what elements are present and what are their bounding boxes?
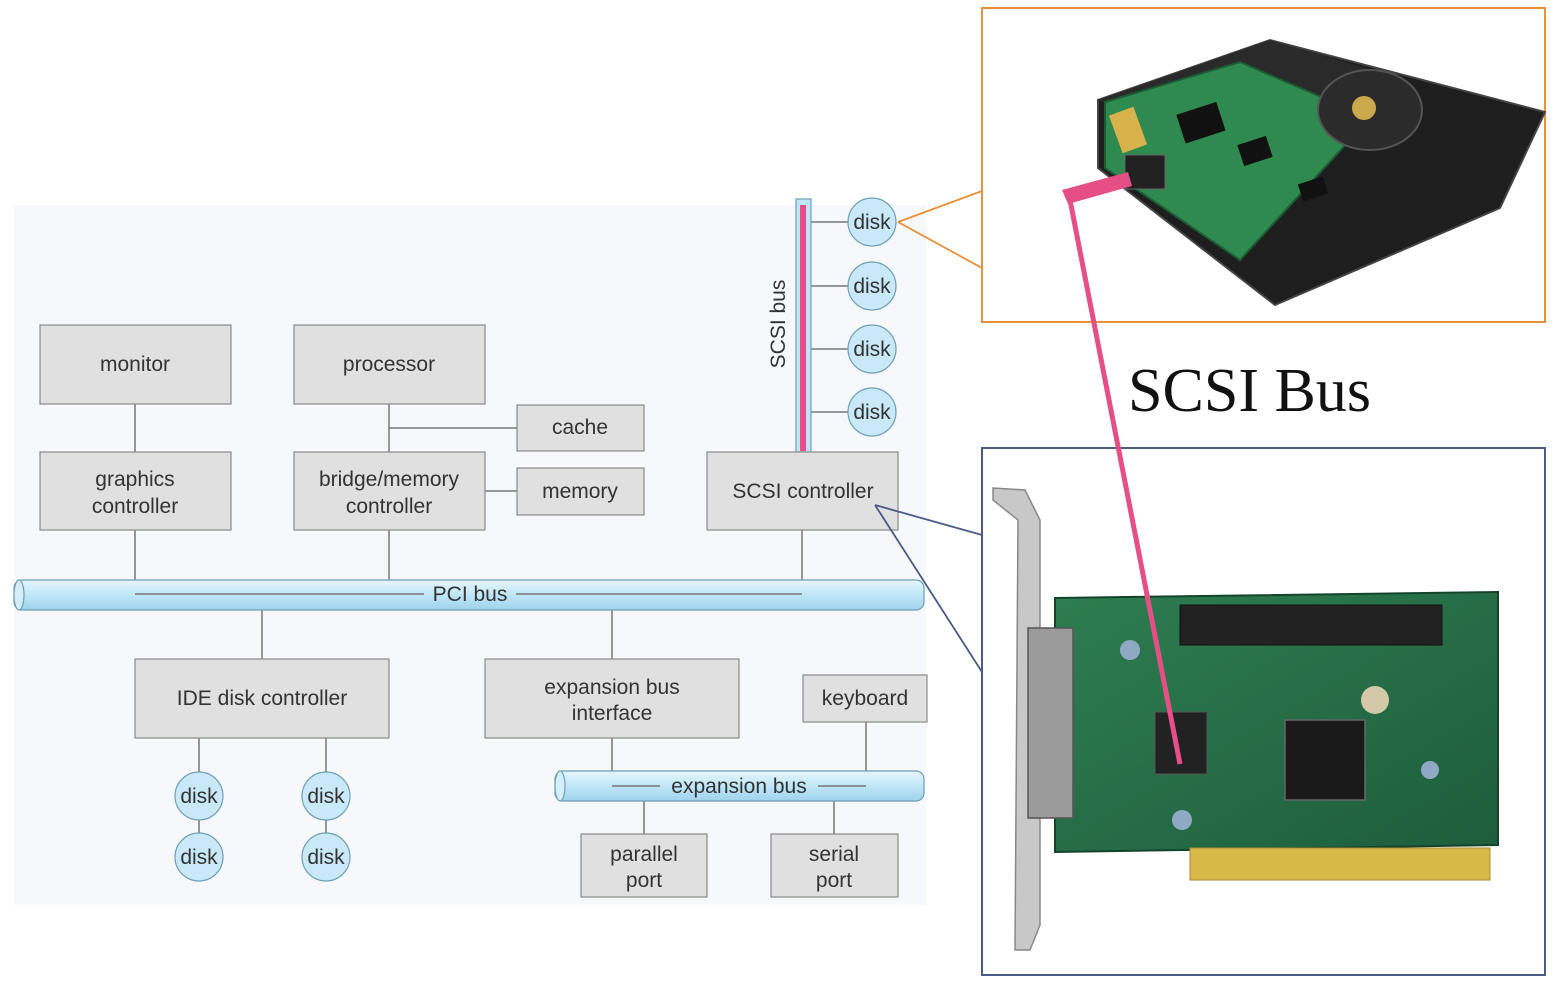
scsi-cable bbox=[1062, 172, 1183, 765]
serial-port-line1: serial bbox=[809, 843, 859, 866]
disk-label: disk bbox=[853, 401, 891, 424]
scsi-disk: disk bbox=[847, 387, 897, 437]
scsi-controller-label: SCSI controller bbox=[732, 480, 873, 503]
expansion-bus-label: expansion bus bbox=[671, 775, 806, 798]
parallel-port-line2: port bbox=[626, 869, 662, 892]
cache-label: cache bbox=[552, 416, 608, 439]
disk-label: disk bbox=[307, 785, 345, 808]
graphics-controller-box: graphics controller bbox=[39, 451, 232, 531]
scsi-card-icon bbox=[992, 487, 1499, 951]
ide-disk-controller-box: IDE disk controller bbox=[134, 658, 390, 739]
disk-label: disk bbox=[853, 211, 891, 234]
scsi-disk: disk bbox=[847, 324, 897, 374]
scsi-disk: disk bbox=[847, 261, 897, 311]
parallel-port-line1: parallel bbox=[610, 843, 678, 866]
memory-box: memory bbox=[516, 467, 645, 516]
disk-label: disk bbox=[180, 846, 218, 869]
expansion-interface-line2: interface bbox=[572, 702, 653, 725]
scsi-bus-label: SCSI bus bbox=[767, 280, 790, 369]
disk-label: disk bbox=[853, 275, 891, 298]
scsi-disk: disk bbox=[847, 197, 897, 247]
serial-port-line2: port bbox=[816, 869, 852, 892]
ide-disk: disk bbox=[301, 832, 351, 882]
disk-label: disk bbox=[307, 846, 345, 869]
keyboard-label: keyboard bbox=[822, 687, 908, 710]
processor-box: processor bbox=[293, 324, 486, 405]
pci-bus: PCI bus bbox=[13, 579, 925, 611]
graphics-controller-line1: graphics bbox=[95, 468, 174, 491]
hard-disk-icon bbox=[1097, 38, 1547, 307]
cache-box: cache bbox=[516, 404, 645, 452]
scsi-controller-box: SCSI controller bbox=[706, 451, 899, 531]
parallel-port-box: parallel port bbox=[580, 833, 708, 898]
ide-controller-label: IDE disk controller bbox=[177, 687, 347, 710]
ide-disk: disk bbox=[174, 832, 224, 882]
expansion-bus-interface-box: expansion bus interface bbox=[484, 658, 740, 739]
monitor-label: monitor bbox=[100, 353, 170, 376]
bridge-memory-controller-box: bridge/memory controller bbox=[293, 451, 486, 531]
graphics-controller-line2: controller bbox=[92, 495, 178, 518]
keyboard-box: keyboard bbox=[802, 674, 928, 723]
bridge-controller-line2: controller bbox=[346, 495, 432, 518]
disk-label: disk bbox=[180, 785, 218, 808]
monitor-box: monitor bbox=[39, 324, 232, 405]
pci-bus-label: PCI bus bbox=[433, 583, 508, 606]
processor-label: processor bbox=[343, 353, 435, 376]
hard-disk-photo-frame bbox=[897, 7, 1547, 323]
expansion-bus: expansion bus bbox=[554, 770, 925, 802]
memory-label: memory bbox=[542, 480, 618, 503]
expansion-interface-line1: expansion bus bbox=[544, 676, 679, 699]
ide-disk: disk bbox=[174, 771, 224, 821]
scsi-card-photo-frame bbox=[874, 447, 1546, 976]
ide-disk: disk bbox=[301, 771, 351, 821]
bridge-controller-line1: bridge/memory bbox=[319, 468, 460, 491]
serial-port-box: serial port bbox=[770, 833, 899, 898]
disk-label: disk bbox=[853, 338, 891, 361]
scsi-bus-title: SCSI Bus bbox=[1128, 357, 1371, 425]
